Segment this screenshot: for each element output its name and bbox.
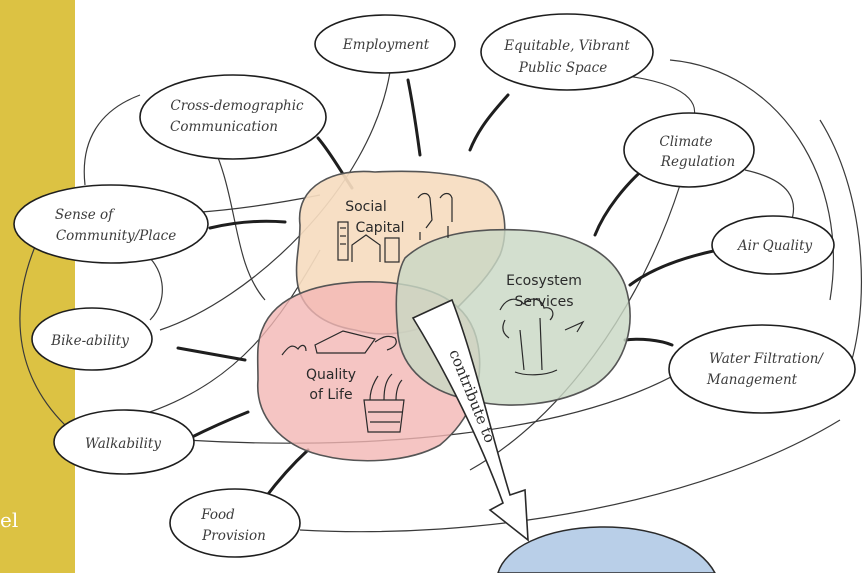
connector-equitable-water bbox=[669, 59, 834, 301]
thick-bike-quality bbox=[176, 346, 247, 362]
climate-line1: Climate bbox=[659, 134, 712, 150]
thick-water-eco bbox=[623, 337, 674, 347]
sense-line2: Community/Place bbox=[56, 228, 176, 244]
ecosystem-line1: Ecosystem bbox=[506, 273, 582, 289]
water-line2: Management bbox=[706, 372, 798, 388]
quality-line2: of Life bbox=[309, 387, 352, 403]
connector-water-walk bbox=[184, 359, 701, 444]
thick-air-eco bbox=[628, 248, 720, 287]
food-line2: Provision bbox=[201, 528, 266, 544]
cross-demo-line2: Communication bbox=[170, 119, 278, 135]
water-ellipse bbox=[668, 324, 856, 414]
thick-climate-eco bbox=[593, 163, 650, 237]
equitable-line1: Equitable, Vibrant bbox=[503, 38, 630, 54]
climate-ellipse bbox=[623, 112, 755, 188]
climate-line2: Regulation bbox=[660, 154, 735, 170]
connector-right-loop bbox=[819, 119, 863, 381]
sidebar-band: el bbox=[0, 0, 75, 573]
connector-crossdemo-left bbox=[83, 94, 141, 186]
walk-label: Walkability bbox=[85, 436, 161, 452]
thick-walk-quality bbox=[188, 410, 250, 440]
social-capital-sketch bbox=[337, 192, 453, 263]
contribute-arrow bbox=[411, 298, 529, 542]
thick-equitable-social bbox=[468, 93, 510, 152]
thick-food-quality bbox=[263, 448, 310, 500]
employment-label: Employment bbox=[342, 37, 430, 53]
quality-line1: Quality bbox=[306, 367, 356, 383]
cross-demo-ellipse bbox=[139, 74, 327, 160]
social-capital-line1: Social bbox=[345, 199, 387, 215]
connector-sense-left bbox=[19, 234, 66, 426]
sidebar-text: el bbox=[0, 508, 19, 532]
ecosystem-sketch bbox=[499, 298, 585, 376]
thick-sense-social bbox=[208, 219, 287, 230]
employment-ellipse bbox=[314, 14, 456, 74]
air-ellipse bbox=[711, 215, 835, 275]
bike-label: Bike-ability bbox=[50, 333, 129, 349]
equitable-ellipse bbox=[480, 13, 654, 91]
water-line1: Water Filtration/ bbox=[709, 351, 824, 367]
cross-demo-line1: Cross-demographic bbox=[170, 98, 304, 114]
food-ellipse bbox=[169, 488, 301, 558]
thick-employment-center bbox=[406, 78, 422, 157]
social-capital-line2: Capital bbox=[355, 220, 404, 236]
outcome-blob bbox=[497, 526, 716, 573]
walk-ellipse bbox=[53, 409, 195, 475]
quality-of-life-sketch bbox=[281, 330, 405, 433]
equitable-line2: Public Space bbox=[518, 60, 607, 76]
sense-ellipse bbox=[13, 184, 209, 264]
air-label: Air Quality bbox=[736, 238, 813, 254]
node-ellipses bbox=[13, 13, 856, 558]
sense-line1: Sense of bbox=[55, 207, 115, 223]
food-line1: Food bbox=[200, 507, 235, 523]
bike-ellipse bbox=[31, 307, 153, 371]
ecosystem-line2: Services bbox=[514, 294, 573, 310]
connector-food-right bbox=[299, 419, 841, 533]
